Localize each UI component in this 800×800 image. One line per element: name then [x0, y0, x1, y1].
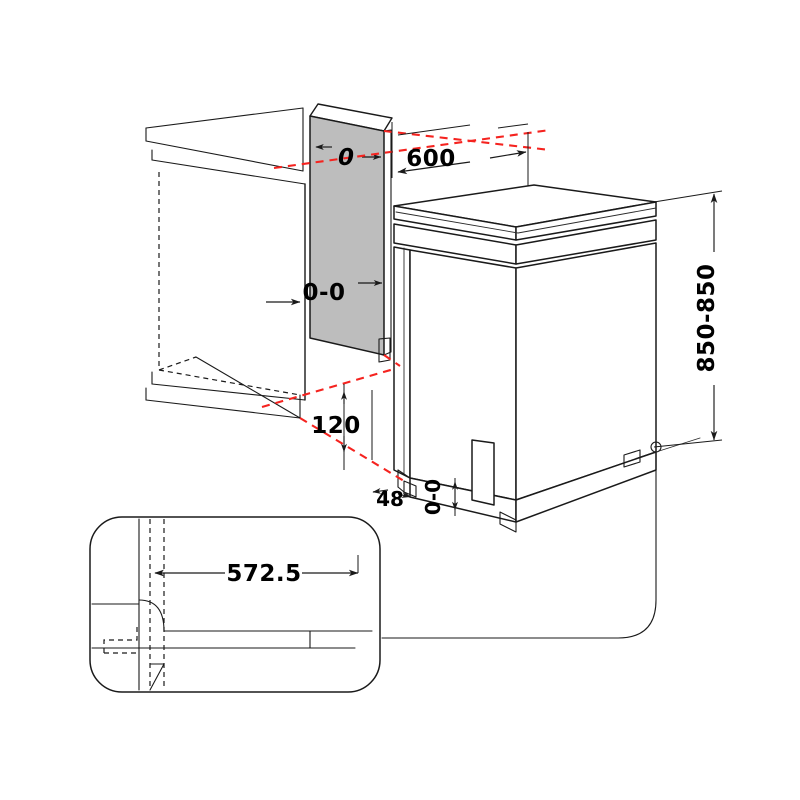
red-guide-top	[273, 128, 551, 170]
dimension-label-572-5: 572.5	[226, 561, 301, 587]
detail-callout: 572.5	[89, 516, 381, 693]
dimension-850-850: 850-850	[653, 190, 723, 448]
dimension-label-48: 48	[376, 487, 404, 511]
dimension-label-850-850: 850-850	[694, 263, 720, 372]
dimension-label-600: 600	[406, 146, 456, 172]
annotation-panel-top-gap: 0	[338, 145, 354, 171]
dimension-600: 600	[391, 122, 529, 186]
red-guide-panel-bottom	[383, 354, 401, 367]
appliance-body	[393, 184, 657, 501]
annotation-base-foot-gap: 0-0	[421, 479, 445, 515]
cabinet-outline	[145, 107, 306, 419]
side-panel	[309, 103, 393, 363]
detail-callout-leader	[381, 451, 657, 639]
dimension-120: 120	[311, 384, 373, 470]
dimension-foot-gap: 0-0	[421, 478, 458, 516]
alignment-guides	[261, 128, 551, 482]
red-guide-bottom	[299, 417, 405, 482]
annotation-panel-side-gap: 0-0	[302, 280, 345, 306]
dimension-48: 48	[372, 487, 411, 511]
dimension-label-120: 120	[311, 413, 361, 439]
red-guide-bottom-left	[261, 367, 395, 409]
